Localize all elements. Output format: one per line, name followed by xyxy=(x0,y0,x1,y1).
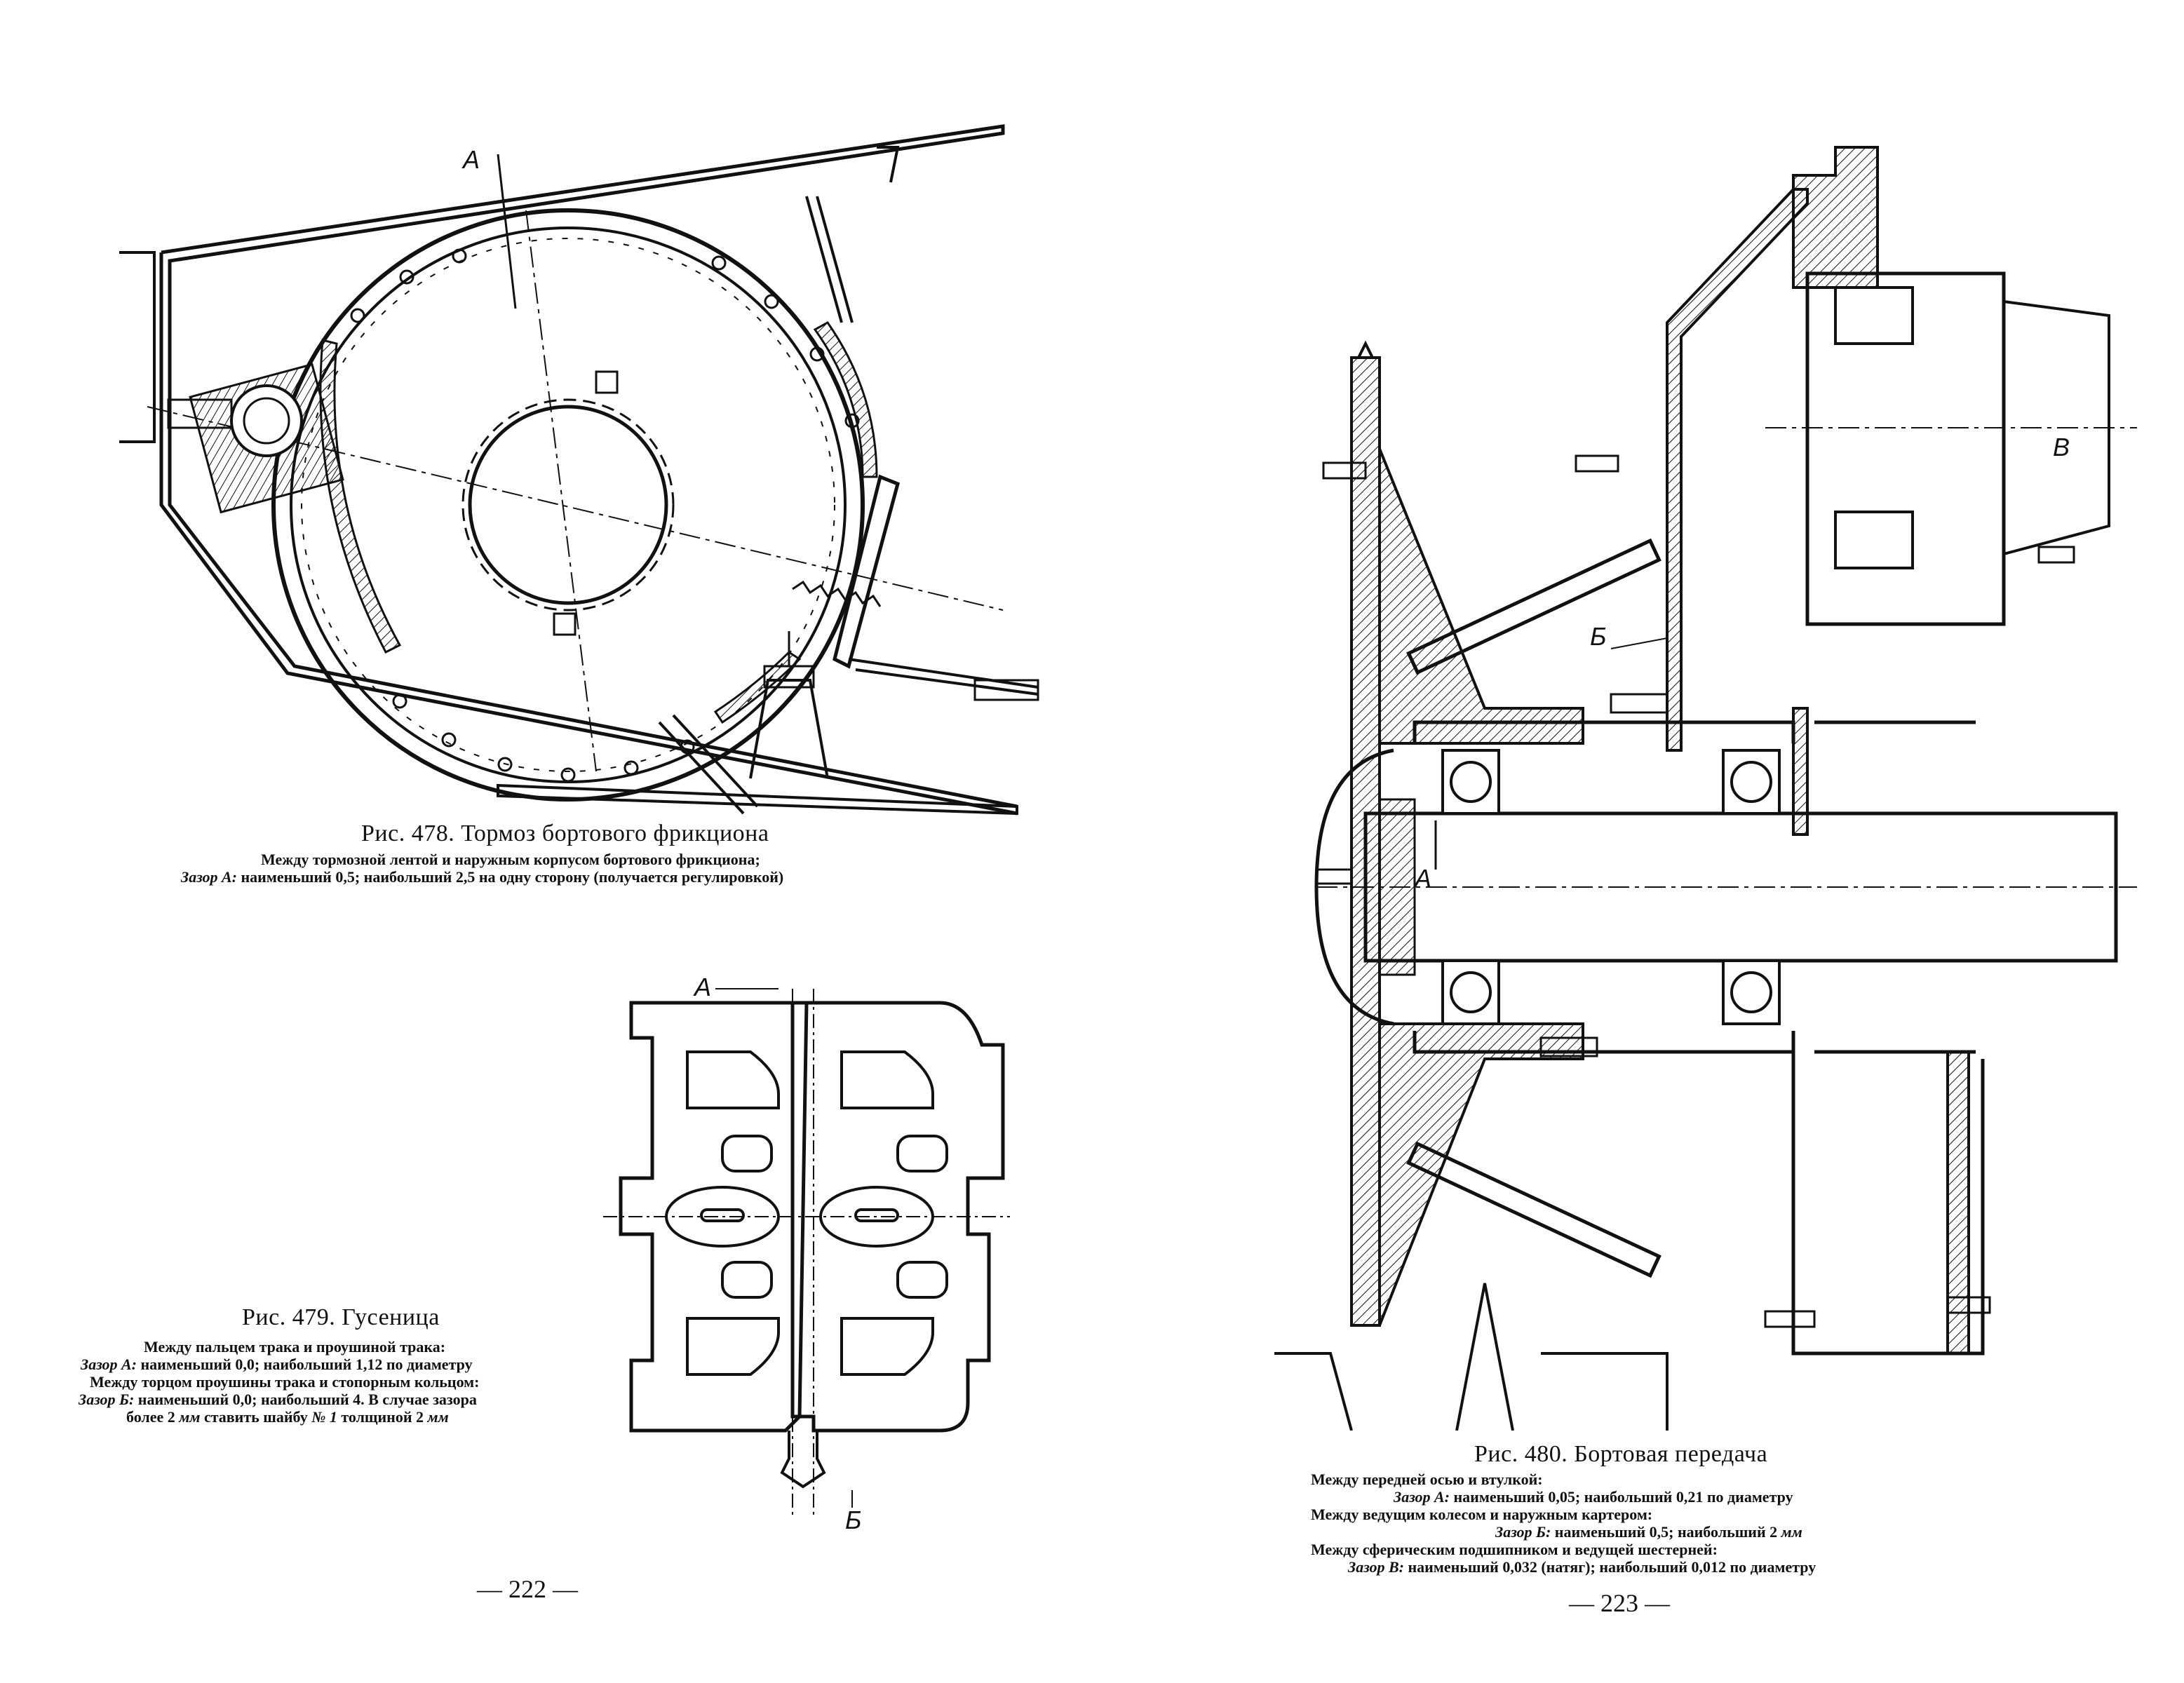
fig479-gap-a-label: Зазор А: xyxy=(81,1356,137,1373)
fig479-track-drawing: А Б xyxy=(603,973,1010,1534)
fig479-note-line5: более 2 мм ставить шайбу № 1 толщиной 2 … xyxy=(126,1408,449,1426)
fig479-note-line3: Между торцом проушины трака и стопорным … xyxy=(90,1373,480,1391)
fig478-note-line2: Зазор А: наименьший 0,5; наибольший 2,5 … xyxy=(181,868,783,886)
fig478-brake-drawing: A xyxy=(119,124,1039,816)
fig478-gap-a-label: Зазор А: xyxy=(181,868,237,886)
fig479-label-b: Б xyxy=(845,1506,861,1534)
fig479-note5-mm: мм xyxy=(179,1408,201,1426)
fig478-note-line1: Между тормозной лентой и наружным корпус… xyxy=(261,851,760,868)
fig479-note5-part3: толщиной 2 xyxy=(337,1408,428,1426)
fig480-label-b: Б xyxy=(1590,622,1606,651)
fig479-note5-part2: ставить шайбу xyxy=(200,1408,312,1426)
fig480-note-line6: Зазор В: наименьший 0,032 (натяг); наибо… xyxy=(1348,1558,1816,1576)
fig480-label-a: A xyxy=(1413,864,1431,893)
fig480-gap-b-text: наименьший 0,5; наибольший 2 xyxy=(1551,1523,1781,1541)
fig479-note5-no: № 1 xyxy=(311,1408,337,1426)
fig479-note5-mm2: мм xyxy=(427,1408,449,1426)
fig480-gap-v-text: наименьший 0,032 (натяг); наибольший 0,0… xyxy=(1404,1558,1816,1576)
fig480-note-line3: Между ведущим колесом и наружным картеро… xyxy=(1311,1506,1653,1523)
fig479-note5-part1: более 2 xyxy=(126,1408,180,1426)
fig480-gap-a-text: наименьший 0,05; наибольший 0,21 по диам… xyxy=(1450,1488,1793,1506)
fig480-note-line4: Зазор Б: наименьший 0,5; наибольший 2 мм xyxy=(1495,1523,1802,1541)
fig478-label-a: A xyxy=(461,145,480,174)
fig480-note-line5: Между сферическим подшипником и ведущей … xyxy=(1311,1541,1718,1558)
fig480-gap-b-label: Зазор Б: xyxy=(1495,1523,1551,1541)
fig480-note-line2: Зазор А: наименьший 0,05; наибольший 0,2… xyxy=(1394,1488,1793,1506)
left-page: A Рис. 478. Тормоз xyxy=(79,124,1039,1603)
right-page-number: — 223 — xyxy=(1569,1589,1670,1617)
fig479-note-line1: Между пальцем трака и проушиной трака: xyxy=(144,1338,446,1356)
fig480-gap-a-label: Зазор А: xyxy=(1394,1488,1450,1506)
fig478-caption: Рис. 478. Тормоз бортового фрикциона xyxy=(361,820,769,846)
left-page-number: — 222 — xyxy=(477,1575,578,1603)
fig479-gap-a-text: наименьший 0,0; наибольший 1,12 по диаме… xyxy=(137,1356,473,1373)
fig479-gap-b-text: наименьший 0,0; наибольший 4. В случае з… xyxy=(134,1391,477,1408)
fig479-note-line4: Зазор Б: наименьший 0,0; наибольший 4. В… xyxy=(79,1391,477,1408)
fig478-gap-a-text: наименьший 0,5; наибольший 2,5 на одну с… xyxy=(237,868,784,886)
right-page: A Б B Рис. 480. Бортовая передача Между … xyxy=(1092,0,2184,1683)
fig480-note-line1: Между передней осью и втулкой: xyxy=(1311,1471,1543,1488)
fig479-gap-b-label: Зазор Б: xyxy=(79,1391,135,1408)
fig480-label-v: B xyxy=(2053,433,2070,461)
fig480-final-drive-drawing: A Б B xyxy=(1274,146,2137,1431)
fig479-caption: Рис. 479. Гусеница xyxy=(242,1304,440,1330)
fig480-gap-b-mm: мм xyxy=(1781,1523,1802,1541)
fig479-label-a: А xyxy=(693,973,711,1001)
fig480-caption: Рис. 480. Бортовая передача xyxy=(1474,1441,1768,1467)
fig480-gap-v-label: Зазор В: xyxy=(1348,1558,1404,1576)
fig479-note-line2: Зазор А: наименьший 0,0; наибольший 1,12… xyxy=(81,1356,473,1373)
